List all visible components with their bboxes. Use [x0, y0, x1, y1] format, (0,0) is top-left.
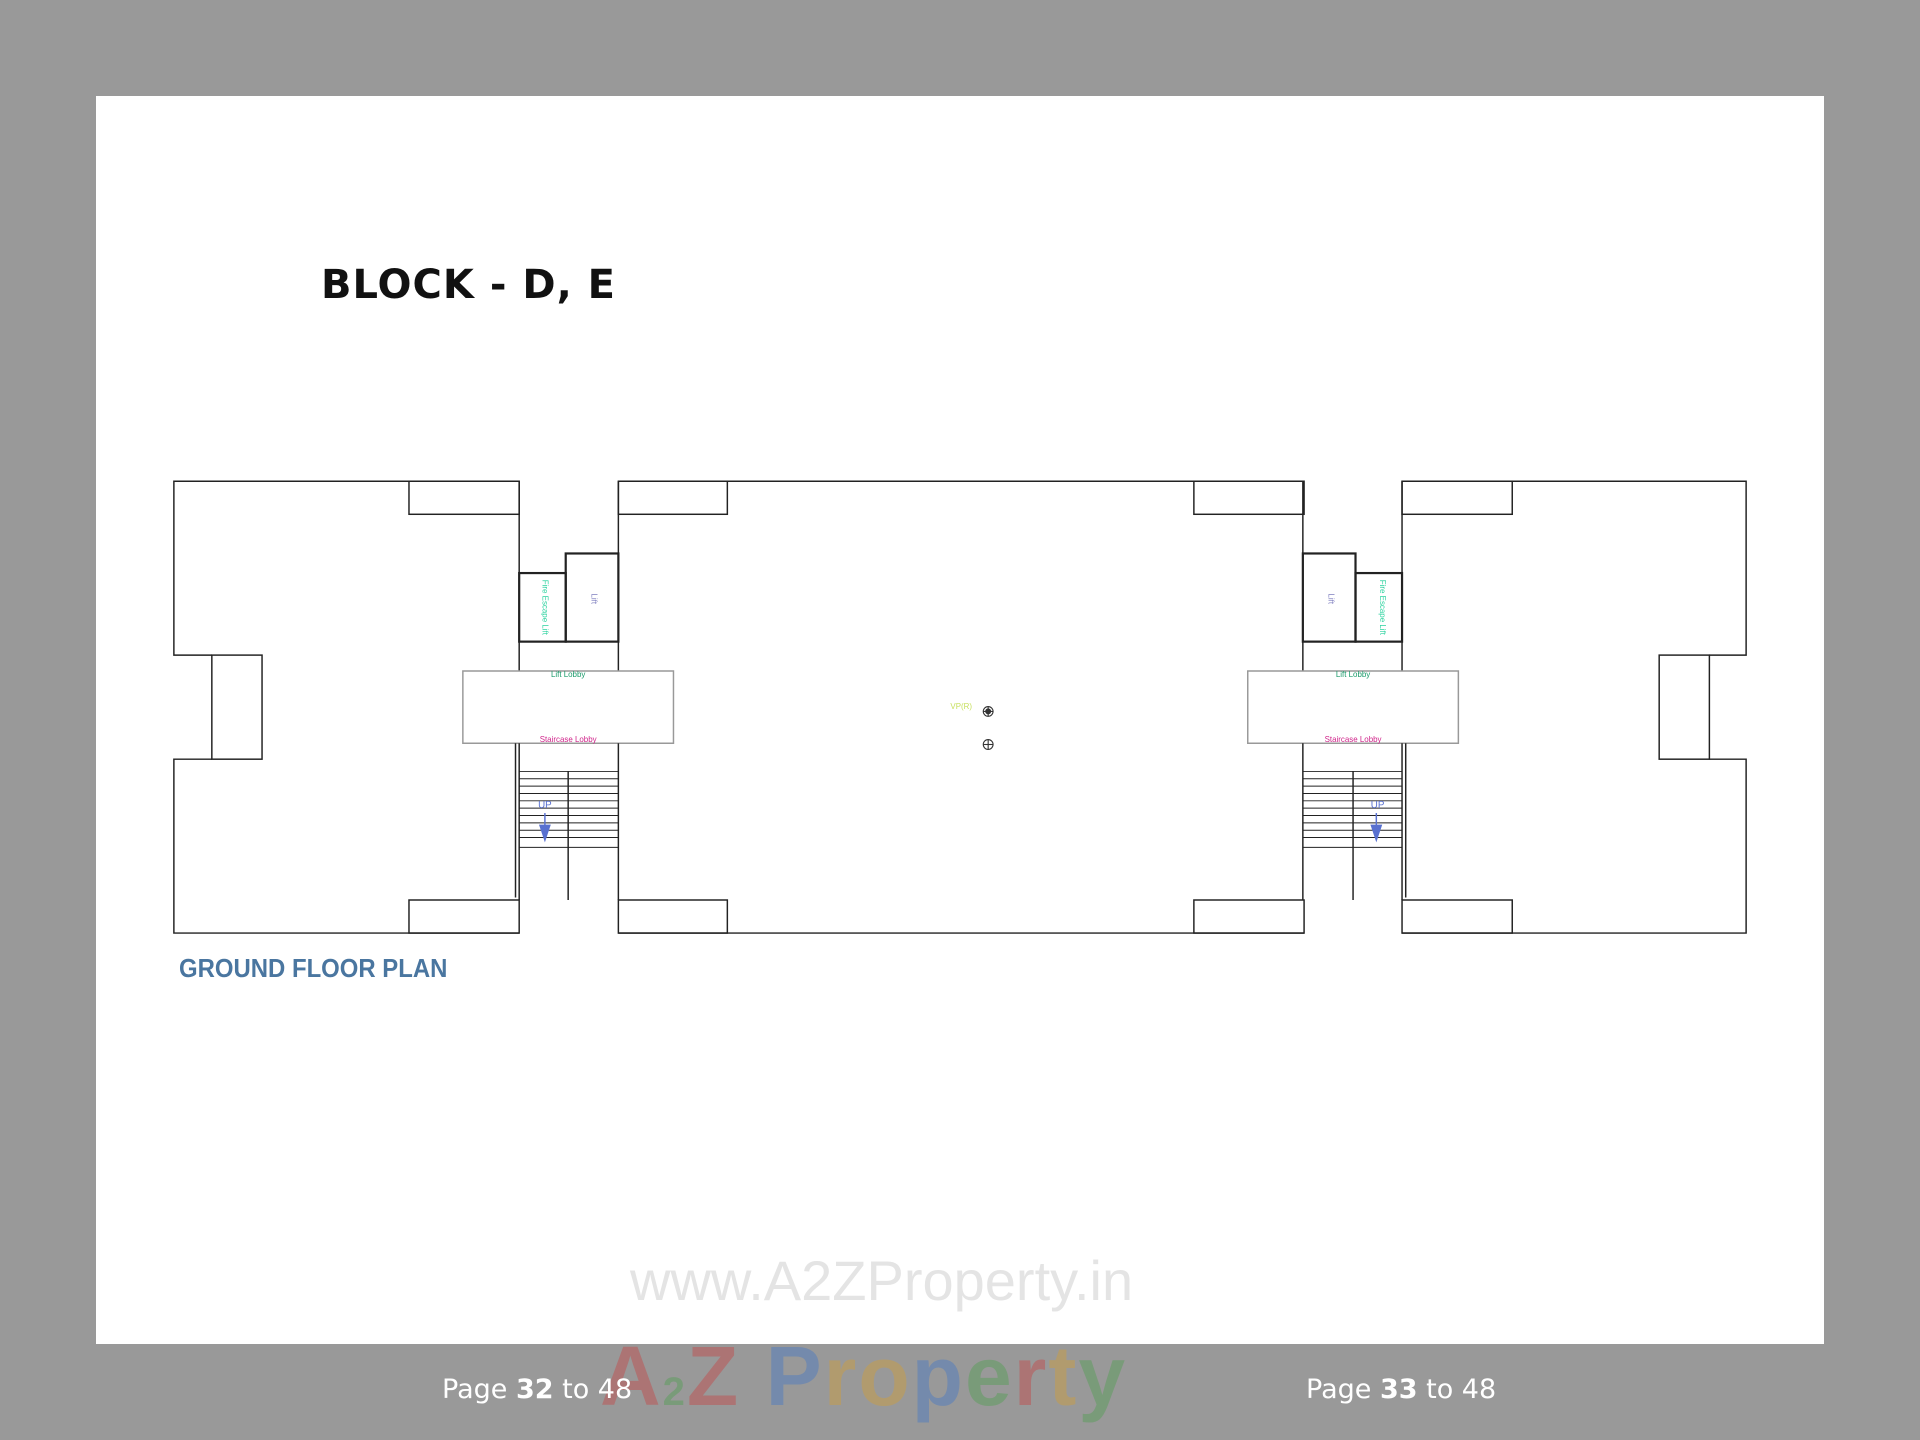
vp-label: VP(R)	[950, 702, 972, 711]
right-wing	[1401, 480, 1747, 934]
staircase-lobby-label: Staircase Lobby	[540, 735, 597, 744]
drain-icon	[982, 739, 994, 750]
center-wing	[617, 480, 1305, 934]
lift-label: Lift	[1327, 593, 1336, 604]
lift-lobby-label: Lift Lobby	[1336, 670, 1370, 679]
fire-escape-lift-label: Fire Escape Lift	[540, 580, 549, 636]
vent-pipe-icon	[982, 705, 994, 717]
page-indicator-right: Page 33 to 48	[1306, 1374, 1496, 1405]
watermark-url: www.A2ZProperty.in	[630, 1249, 1134, 1312]
page-prefix: Page	[1306, 1374, 1380, 1405]
page-number: 32	[515, 1374, 554, 1405]
lift-label: Lift	[589, 593, 598, 604]
document-page	[96, 96, 1824, 1344]
page-title: BLOCK - D, E	[321, 262, 617, 308]
left-core	[462, 481, 675, 900]
up-label: UP	[1371, 800, 1385, 811]
up-label: UP	[538, 800, 552, 811]
plan-label: GROUND FLOOR PLAN	[179, 953, 448, 983]
lift-lobby-label: Lift Lobby	[551, 670, 585, 679]
page-total: to 48	[553, 1374, 633, 1405]
left-wing	[173, 480, 520, 934]
page-number: 33	[1379, 1374, 1418, 1405]
fire-escape-lift-label: Fire Escape Lift	[1378, 580, 1387, 636]
page-indicator-left: Page 32 to 48	[442, 1374, 632, 1405]
watermark-logo: A2Z Property	[600, 1329, 1128, 1423]
page-total: to 48	[1417, 1374, 1497, 1405]
staircase-lobby-label: Staircase Lobby	[1325, 735, 1382, 744]
right-core	[1246, 480, 1460, 902]
page-prefix: Page	[442, 1374, 516, 1405]
